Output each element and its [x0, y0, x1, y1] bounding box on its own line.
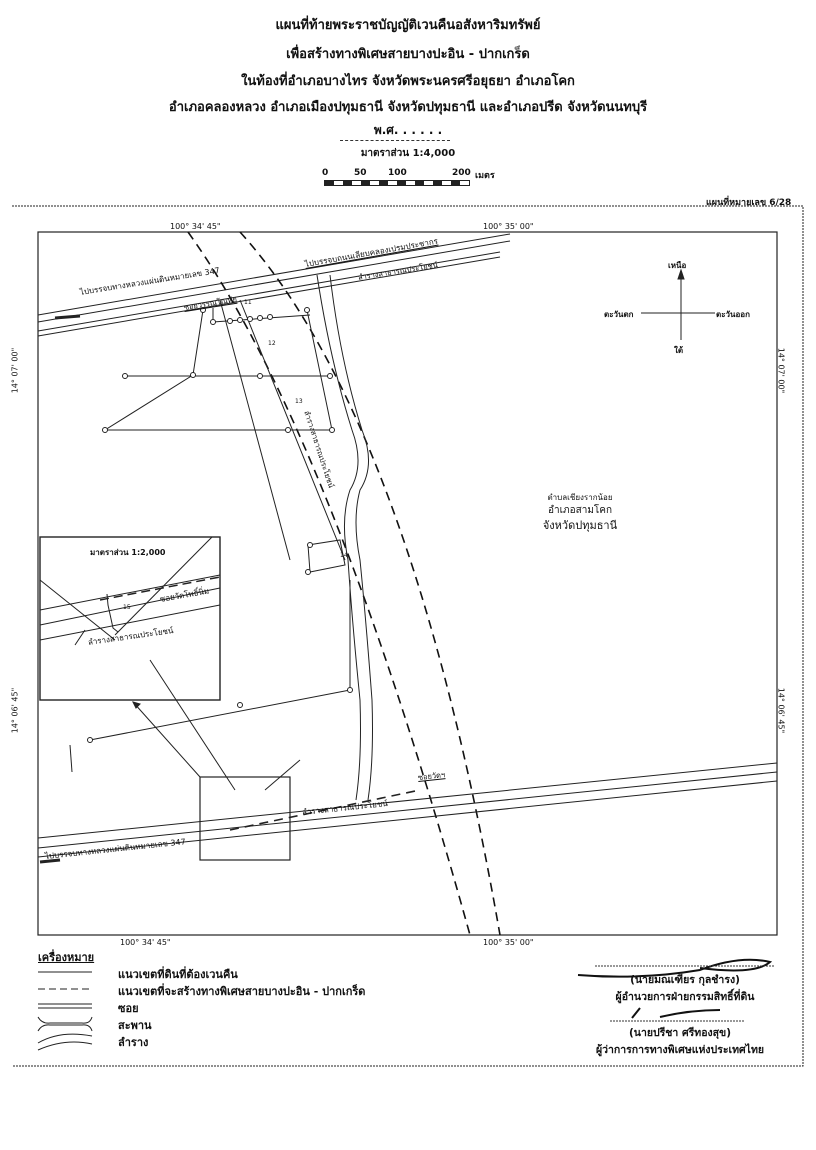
- district-subdistrict: ตำบลเชียงรากน้อย: [547, 493, 613, 502]
- legend-symbols: [37, 971, 93, 1051]
- compass-rose: [641, 268, 715, 340]
- legend-label: ลำราง: [118, 1036, 149, 1049]
- year-line: พ.ศ. . . . . .: [373, 123, 443, 137]
- title-line-1: แผนที่ท้ายพระราชบัญญัติเวนคืนอสังหาริมทร…: [275, 18, 541, 33]
- scale-tick-200: 200: [452, 168, 471, 178]
- legend-title: เครื่องหมาย: [38, 951, 95, 964]
- signatory-1-title: ผู้อำนวยการฝ่ายกรรมสิทธิ์ที่ดิน: [615, 991, 755, 1003]
- compass-west: ตะวันตก: [604, 310, 634, 319]
- sheet-number: แผนที่หมายเลข 6/28: [706, 198, 792, 208]
- inset-map: [39, 536, 291, 861]
- signature-marks: [577, 958, 773, 1019]
- title-line-2: เพื่อสร้างทางพิเศษสายบางปะอิน - ปากเกร็ด: [286, 47, 530, 62]
- legend-label: ซอย: [118, 1002, 139, 1015]
- compass-east: ตะวันออก: [716, 310, 750, 319]
- legend-label: แนวเขตที่จะสร้างทางพิเศษสายบางปะอิน - ปา…: [118, 985, 366, 998]
- signatory-2: (นายปรีชา ศรีทองสุข) ผู้ว่าการการทางพิเศ…: [570, 1024, 790, 1058]
- lat-label-west-south: 14° 06' 45": [10, 687, 20, 734]
- compass-north: เหนือ: [668, 261, 687, 270]
- legend-label: สะพาน: [118, 1019, 152, 1032]
- parcel-label-13: 13: [295, 398, 303, 405]
- vertical-canal: [316, 274, 373, 801]
- signatory-1-name: (นายมณเฑียร กุลชำรง): [630, 974, 740, 986]
- lon-label-bottom-west: 100° 34' 45": [120, 938, 171, 947]
- title-line-3: ในท้องที่อำเภอบางไทร จังหวัดพระนครศรีอยุ…: [241, 74, 575, 89]
- scale-text: มาตราส่วน 1:4,000: [360, 148, 456, 159]
- legend-label: แนวเขตที่ดินที่ต้องเวนคืน: [118, 968, 238, 981]
- inset-scale: มาตราส่วน 1:2,000: [90, 548, 166, 557]
- parcel-label-12: 12: [268, 340, 276, 347]
- signatory-1: (นายมณเฑียร กุลชำรง) ผู้อำนวยการฝ่ายกรรม…: [575, 971, 795, 1005]
- parcel-label-11: 11: [244, 299, 252, 306]
- district-province: จังหวัดปทุมธานี: [542, 519, 618, 532]
- compass-south: ใต้: [674, 346, 684, 355]
- expressway-boundary: [187, 231, 501, 936]
- signatory-2-title: ผู้ว่าการการทางพิเศษแห่งประเทศไทย: [595, 1044, 765, 1056]
- parcel-points: [87, 307, 353, 743]
- top-road: [37, 233, 511, 337]
- lat-label-east-south: 14° 06' 45": [776, 687, 786, 734]
- parcel-label-14: 14: [340, 552, 348, 559]
- bottom-road: [37, 762, 778, 864]
- scale-tick-50: 50: [354, 168, 367, 178]
- scale-tick-100: 100: [388, 168, 407, 178]
- year-underline: [340, 140, 450, 141]
- district-amphoe: อำเภอสามโคก: [547, 505, 613, 516]
- lat-label-west-north: 14° 07' 00": [10, 347, 20, 394]
- map-frame: [12, 205, 804, 1067]
- lon-label-top-east: 100° 35' 00": [483, 222, 534, 231]
- scale-tick-0: 0: [322, 168, 329, 178]
- scale-bar-graphic: [324, 180, 470, 186]
- inset-parcel-15: 15: [123, 604, 131, 611]
- lat-label-east-north: 14° 07' 00": [776, 347, 786, 394]
- scale-unit: เมตร: [475, 171, 495, 181]
- lon-label-bottom-east: 100° 35' 00": [483, 938, 534, 947]
- lon-label-top-west: 100° 34' 45": [170, 222, 221, 231]
- signatory-2-name: (นายปรีชา ศรีทองสุข): [628, 1027, 732, 1039]
- title-line-4: อำเภอคลองหลวง อำเภอเมืองปทุมธานี จังหวัด…: [168, 100, 648, 115]
